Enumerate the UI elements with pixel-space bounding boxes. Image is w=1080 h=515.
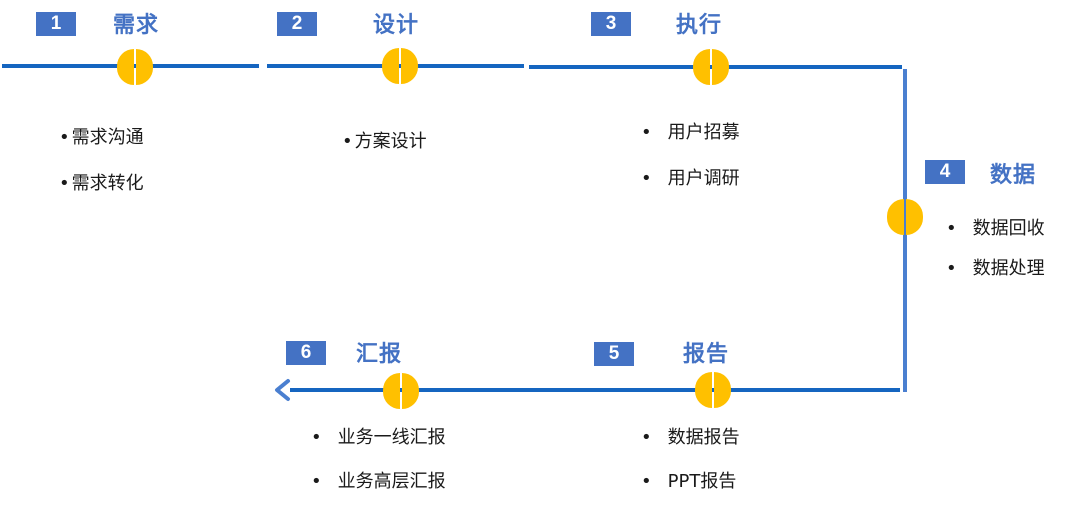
step-items: 需求沟通 需求转化 bbox=[59, 125, 144, 217]
list-item: 用户调研 bbox=[641, 166, 740, 212]
step-node-icon bbox=[117, 49, 153, 85]
list-item: 业务高层汇报 bbox=[311, 469, 446, 515]
step-items: 数据回收 数据处理 bbox=[946, 216, 1045, 302]
step-title: 需求 bbox=[113, 13, 160, 38]
step-node-icon bbox=[695, 372, 731, 408]
step-number-badge: 2 bbox=[277, 12, 317, 36]
list-item: 用户招募 bbox=[641, 120, 740, 166]
step-node-icon bbox=[887, 199, 923, 235]
step-items: 用户招募 用户调研 bbox=[641, 120, 740, 212]
step-items: 业务一线汇报 业务高层汇报 bbox=[311, 425, 446, 515]
list-item: 数据处理 bbox=[946, 256, 1045, 302]
flow-line-segment-bottom bbox=[290, 388, 900, 392]
step-number-badge: 1 bbox=[36, 12, 76, 36]
list-item: PPT报告 bbox=[641, 469, 740, 515]
list-item: 需求转化 bbox=[59, 171, 144, 217]
step-number-badge: 6 bbox=[286, 341, 326, 365]
arrow-left-icon bbox=[275, 379, 290, 401]
list-item: 数据回收 bbox=[946, 216, 1045, 256]
step-node-icon bbox=[383, 373, 419, 409]
step-items: 方案设计 bbox=[342, 129, 427, 175]
step-node-icon bbox=[693, 49, 729, 85]
step-node-icon bbox=[382, 48, 418, 84]
step-title: 汇报 bbox=[356, 342, 403, 367]
list-item: 方案设计 bbox=[342, 129, 427, 175]
step-title: 数据 bbox=[990, 163, 1037, 188]
list-item: 数据报告 bbox=[641, 425, 740, 469]
step-number-badge: 4 bbox=[925, 160, 965, 184]
step-number-badge: 5 bbox=[594, 342, 634, 366]
step-title: 设计 bbox=[373, 13, 420, 38]
list-item: 业务一线汇报 bbox=[311, 425, 446, 469]
step-title: 执行 bbox=[676, 13, 723, 38]
flow-line-vertical bbox=[903, 69, 907, 392]
list-item: 需求沟通 bbox=[59, 125, 144, 171]
step-items: 数据报告 PPT报告 bbox=[641, 425, 740, 515]
step-number-badge: 3 bbox=[591, 12, 631, 36]
step-title: 报告 bbox=[683, 342, 730, 367]
